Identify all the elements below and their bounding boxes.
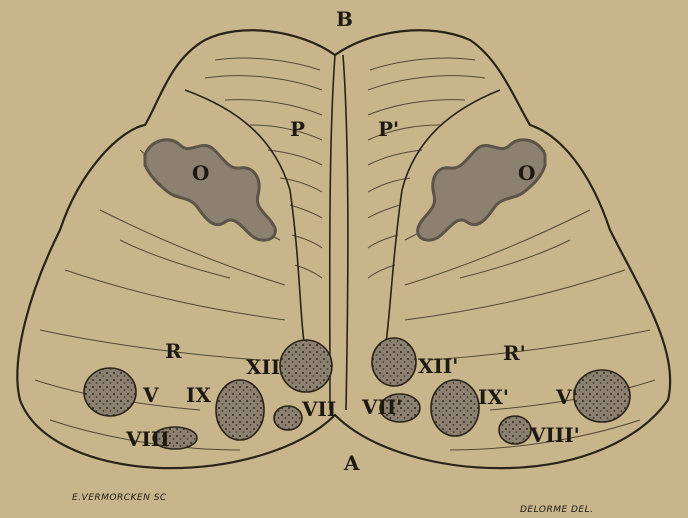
label-p-left: P bbox=[290, 117, 305, 141]
olive-nucleus-right bbox=[418, 140, 545, 240]
nucleus-xii-right bbox=[372, 338, 416, 386]
label-viii-left: VIII bbox=[125, 427, 170, 451]
nucleus-viii-right bbox=[499, 416, 531, 444]
nucleus-v-right bbox=[574, 370, 630, 422]
label-xii-left: XII bbox=[246, 355, 280, 379]
olive-nucleus-left bbox=[145, 140, 275, 240]
nucleus-vii-left bbox=[274, 406, 302, 430]
label-ix-left: IX bbox=[186, 383, 211, 407]
label-vii-right: VII' bbox=[361, 395, 402, 419]
label-v-left: V bbox=[142, 383, 159, 407]
draftsman-credit: DELORME DEL. bbox=[520, 505, 594, 515]
nucleus-xii-left bbox=[280, 340, 332, 392]
label-ix-right: IX' bbox=[478, 385, 509, 409]
label-r-left: R bbox=[165, 339, 182, 363]
label-b: B bbox=[336, 7, 353, 31]
label-o-left: O bbox=[192, 161, 209, 185]
label-v-right: V' bbox=[555, 385, 578, 409]
label-o-right: O bbox=[518, 161, 535, 185]
label-viii-right: VIII' bbox=[529, 423, 580, 447]
nucleus-v-left bbox=[84, 368, 136, 416]
label-xii-right: XII' bbox=[418, 354, 458, 378]
label-a: A bbox=[343, 451, 360, 475]
nucleus-ix-left bbox=[216, 380, 264, 440]
nucleus-ix-right bbox=[431, 380, 479, 436]
label-vii-left: VII bbox=[301, 397, 336, 421]
median-raphe-line bbox=[330, 55, 348, 410]
engraver-credit: E.VERMORCKEN SC bbox=[72, 493, 167, 503]
label-r-right: R' bbox=[503, 341, 526, 365]
label-p-right: P' bbox=[378, 117, 399, 141]
